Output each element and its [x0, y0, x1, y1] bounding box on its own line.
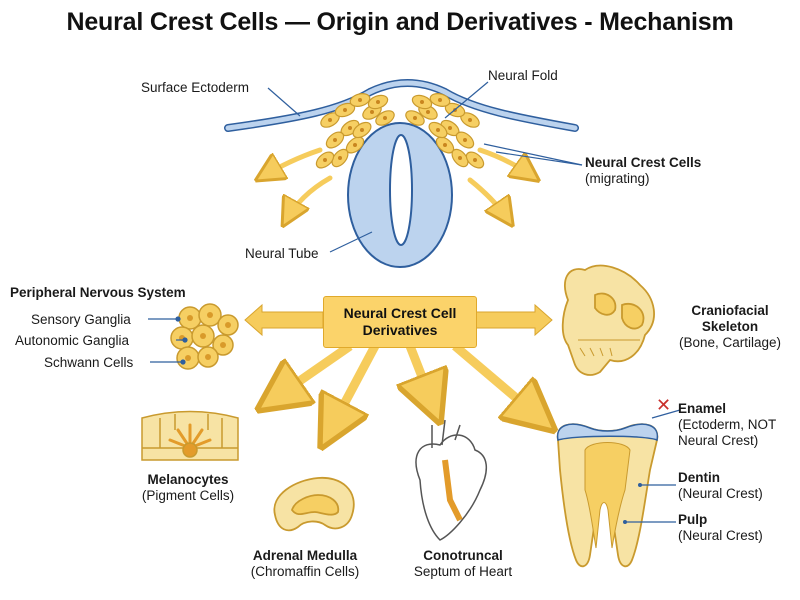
neural-tube	[347, 122, 453, 268]
crest-cell-nucleus	[323, 158, 327, 162]
crest-cell-nucleus	[420, 100, 424, 104]
heart-illustration	[415, 419, 487, 541]
dentin-name: Dentin	[678, 470, 720, 485]
pns-leader-lines	[148, 316, 188, 365]
label-adrenal-medulla: Adrenal Medulla (Chromaffin Cells)	[238, 548, 372, 580]
crest-cell-nucleus	[328, 118, 332, 122]
label-pulp: Pulp (Neural Crest)	[678, 512, 763, 544]
center-line1: Neural Crest Cell	[343, 305, 457, 321]
crest-cell-nucleus	[353, 143, 357, 147]
crest-cell-nucleus	[438, 98, 442, 102]
label-conotruncal: Conotruncal Septum of Heart	[398, 548, 528, 580]
crest-cell-nucleus	[458, 156, 462, 160]
melanocytes-illustration	[141, 410, 239, 461]
crest-cell-nucleus	[443, 143, 447, 147]
crest-cell-nucleus	[360, 128, 364, 132]
crest-cell-nucleus	[348, 126, 352, 130]
crest-cell-nucleus	[343, 108, 347, 112]
melanocytes-name: Melanocytes	[147, 472, 229, 487]
conotruncal-name: Conotruncal	[423, 548, 503, 563]
label-neural-crest-cells: Neural Crest Cells (migrating)	[585, 155, 701, 187]
crest-cell-nucleus	[358, 98, 362, 102]
label-neural-fold: Neural Fold	[488, 68, 558, 83]
crest-cell-nucleus	[426, 110, 430, 114]
crest-cell-nucleus	[473, 158, 477, 162]
center-line2: Derivatives	[362, 322, 438, 338]
crest-cell-nucleus	[370, 110, 374, 114]
enamel-sub2: Neural Crest)	[678, 433, 759, 448]
neural-crest-cells-sub: (migrating)	[585, 171, 650, 186]
label-enamel: Enamel (Ectoderm, NOT Neural Crest)	[678, 401, 776, 449]
enamel-sub1: (Ectoderm, NOT	[678, 417, 777, 432]
enamel-name: Enamel	[678, 401, 727, 416]
craniofacial-line1: Craniofacial	[691, 303, 769, 318]
label-melanocytes: Melanocytes (Pigment Cells)	[128, 472, 248, 504]
crest-cell-nucleus	[376, 100, 380, 104]
migration-arrows	[260, 147, 535, 222]
pns-item-schwann-cells: Schwann Cells	[44, 355, 134, 370]
crest-cell-nucleus	[333, 138, 337, 142]
derivative-arrows	[244, 303, 552, 440]
leader-lines-top	[267, 81, 583, 253]
craniofacial-line2: Skeleton	[701, 319, 759, 334]
label-surface-ectoderm: Surface Ectoderm	[141, 80, 250, 95]
adrenal-sub: (Chromaffin Cells)	[250, 564, 360, 579]
label-dentin: Dentin (Neural Crest)	[678, 470, 763, 502]
melanocytes-sub: (Pigment Cells)	[141, 488, 235, 503]
crest-cell-nucleus	[463, 138, 467, 142]
dentin-sub: (Neural Crest)	[678, 486, 763, 501]
label-neural-tube: Neural Tube	[245, 246, 319, 261]
craniofacial-skull-illustration	[561, 264, 655, 376]
adrenal-medulla-illustration	[273, 477, 355, 532]
crest-cell-nucleus	[383, 116, 387, 120]
crest-cell-nucleus	[468, 118, 472, 122]
pns-item-sensory-ganglia: Sensory Ganglia	[31, 312, 131, 327]
crest-cell-nucleus	[413, 116, 417, 120]
x-mark-icon: ✕	[656, 395, 672, 415]
pulp-name: Pulp	[678, 512, 708, 527]
page-title: Neural Crest Cells — Origin and Derivati…	[66, 8, 734, 36]
label-craniofacial: Craniofacial Skeleton (Bone, Cartilage)	[672, 303, 788, 351]
crest-cell-nucleus	[436, 128, 440, 132]
tooth-illustration	[556, 409, 681, 568]
neural-crest-cells-title: Neural Crest Cells	[585, 155, 702, 170]
adrenal-name: Adrenal Medulla	[252, 548, 358, 563]
craniofacial-line3: (Bone, Cartilage)	[678, 335, 782, 350]
pns-title: Peripheral Nervous System	[10, 285, 186, 300]
pns-ganglia-cells	[170, 303, 239, 370]
crest-cell-nucleus	[448, 126, 452, 130]
pns-item-autonomic-ganglia: Autonomic Ganglia	[15, 333, 130, 348]
crest-cell-nucleus	[338, 156, 342, 160]
neural-crest-cells-cluster	[315, 93, 485, 169]
surface-ectoderm	[224, 79, 579, 132]
pulp-sub: (Neural Crest)	[678, 528, 763, 543]
derivatives-center-box: Neural Crest Cell Derivatives	[323, 296, 477, 348]
conotruncal-sub: Septum of Heart	[413, 564, 513, 579]
